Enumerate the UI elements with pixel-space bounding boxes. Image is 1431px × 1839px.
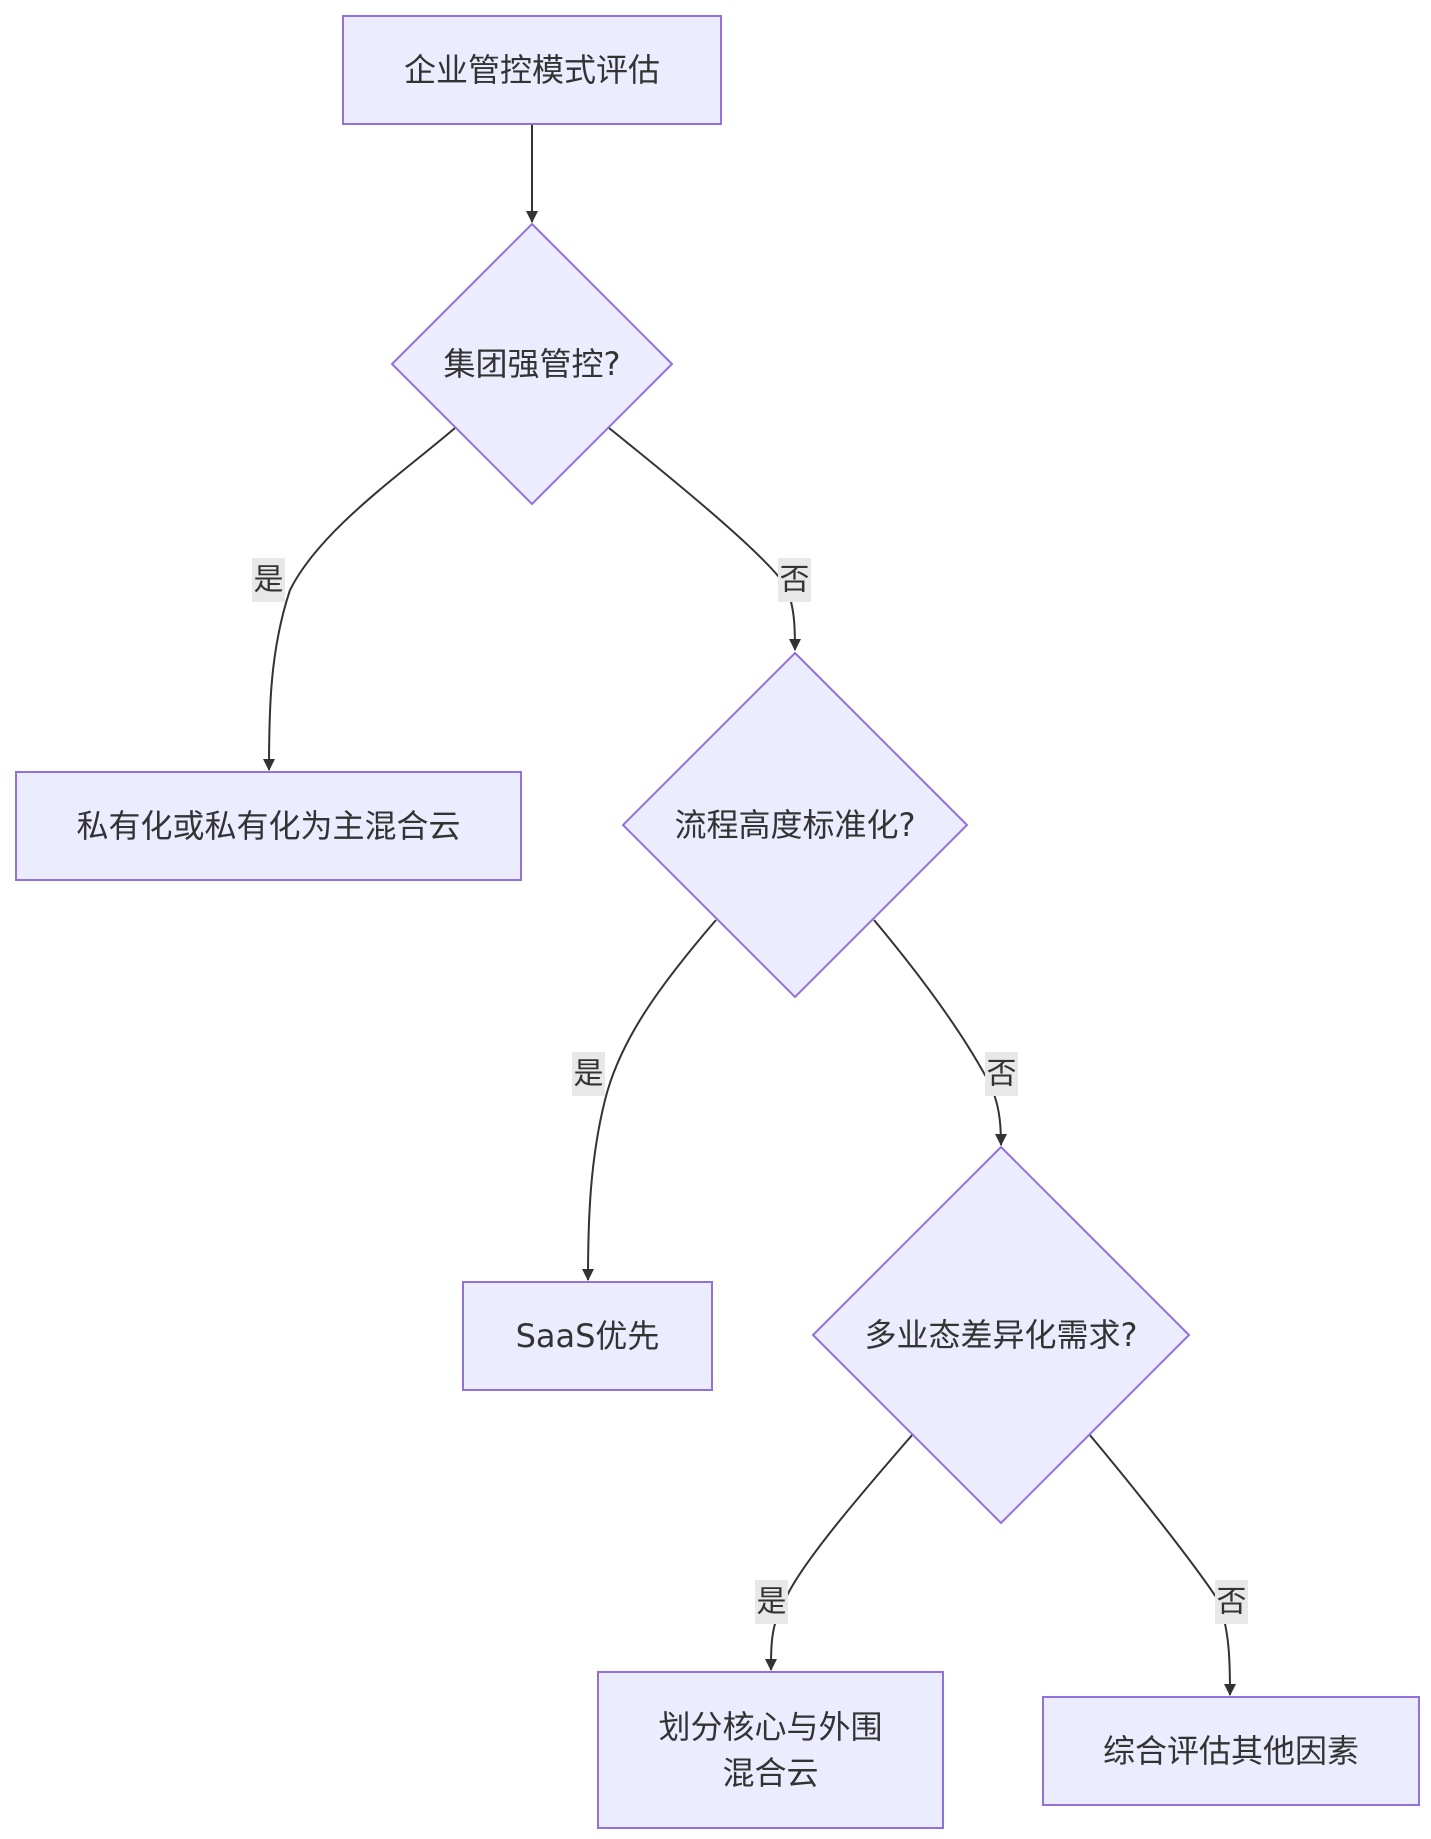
edge-label-no-text: 否: [1217, 1585, 1247, 1620]
node-core-periphery-label-line1: 划分核心与外围: [658, 1708, 882, 1746]
node-q-multi-business-label: 多业态差异化需求?: [865, 1316, 1138, 1354]
edge-label-q3-no: 否: [1215, 1580, 1248, 1624]
edge-label-q1-no: 否: [778, 558, 811, 602]
node-q-process-standard: 流程高度标准化?: [621, 651, 969, 999]
node-q-process-standard-label: 流程高度标准化?: [675, 806, 916, 844]
edge-q3-yes: [764, 1433, 914, 1671]
edge-q2-no: [873, 919, 1007, 1146]
node-private-cloud-label: 私有化或私有化为主混合云: [76, 807, 460, 845]
edge-q2-yes: [582, 919, 717, 1281]
node-q-group-control: 集团强管控?: [390, 222, 674, 506]
node-core-periphery-label-line2: 混合云: [722, 1754, 818, 1792]
node-start: 企业管控模式评估: [342, 15, 722, 125]
edges: [263, 124, 1236, 1696]
edge-q1-no: [608, 427, 801, 651]
edge-label-q2-yes: 是: [572, 1052, 605, 1096]
node-q-group-control-label: 集团强管控?: [444, 345, 621, 383]
edge-label-q3-yes: 是: [755, 1580, 788, 1624]
edge-label-q2-no: 否: [985, 1052, 1018, 1096]
edge-label-no-text: 否: [780, 563, 810, 598]
edge-q1-yes: [263, 427, 456, 771]
edge-label-yes-text: 是: [757, 1585, 787, 1620]
node-saas-first: SaaS优先: [462, 1281, 713, 1391]
edge-label-no-text: 否: [987, 1057, 1017, 1092]
node-saas-first-label: SaaS优先: [516, 1317, 660, 1355]
node-comprehensive-label: 综合评估其他因素: [1103, 1732, 1359, 1770]
edge-label-yes-text: 是: [574, 1057, 604, 1092]
node-private-cloud: 私有化或私有化为主混合云: [15, 771, 522, 881]
node-core-periphery: 划分核心与外围 混合云: [597, 1671, 944, 1829]
edge-label-yes-text: 是: [254, 563, 284, 598]
edge-label-q1-yes: 是: [252, 558, 285, 602]
edge-q3-no: [1088, 1433, 1236, 1696]
node-start-label: 企业管控模式评估: [404, 51, 660, 89]
node-q-multi-business: 多业态差异化需求?: [811, 1145, 1191, 1525]
edge-labels: 是 否 是 否 是 否: [252, 558, 1248, 1624]
node-comprehensive: 综合评估其他因素: [1042, 1696, 1420, 1806]
